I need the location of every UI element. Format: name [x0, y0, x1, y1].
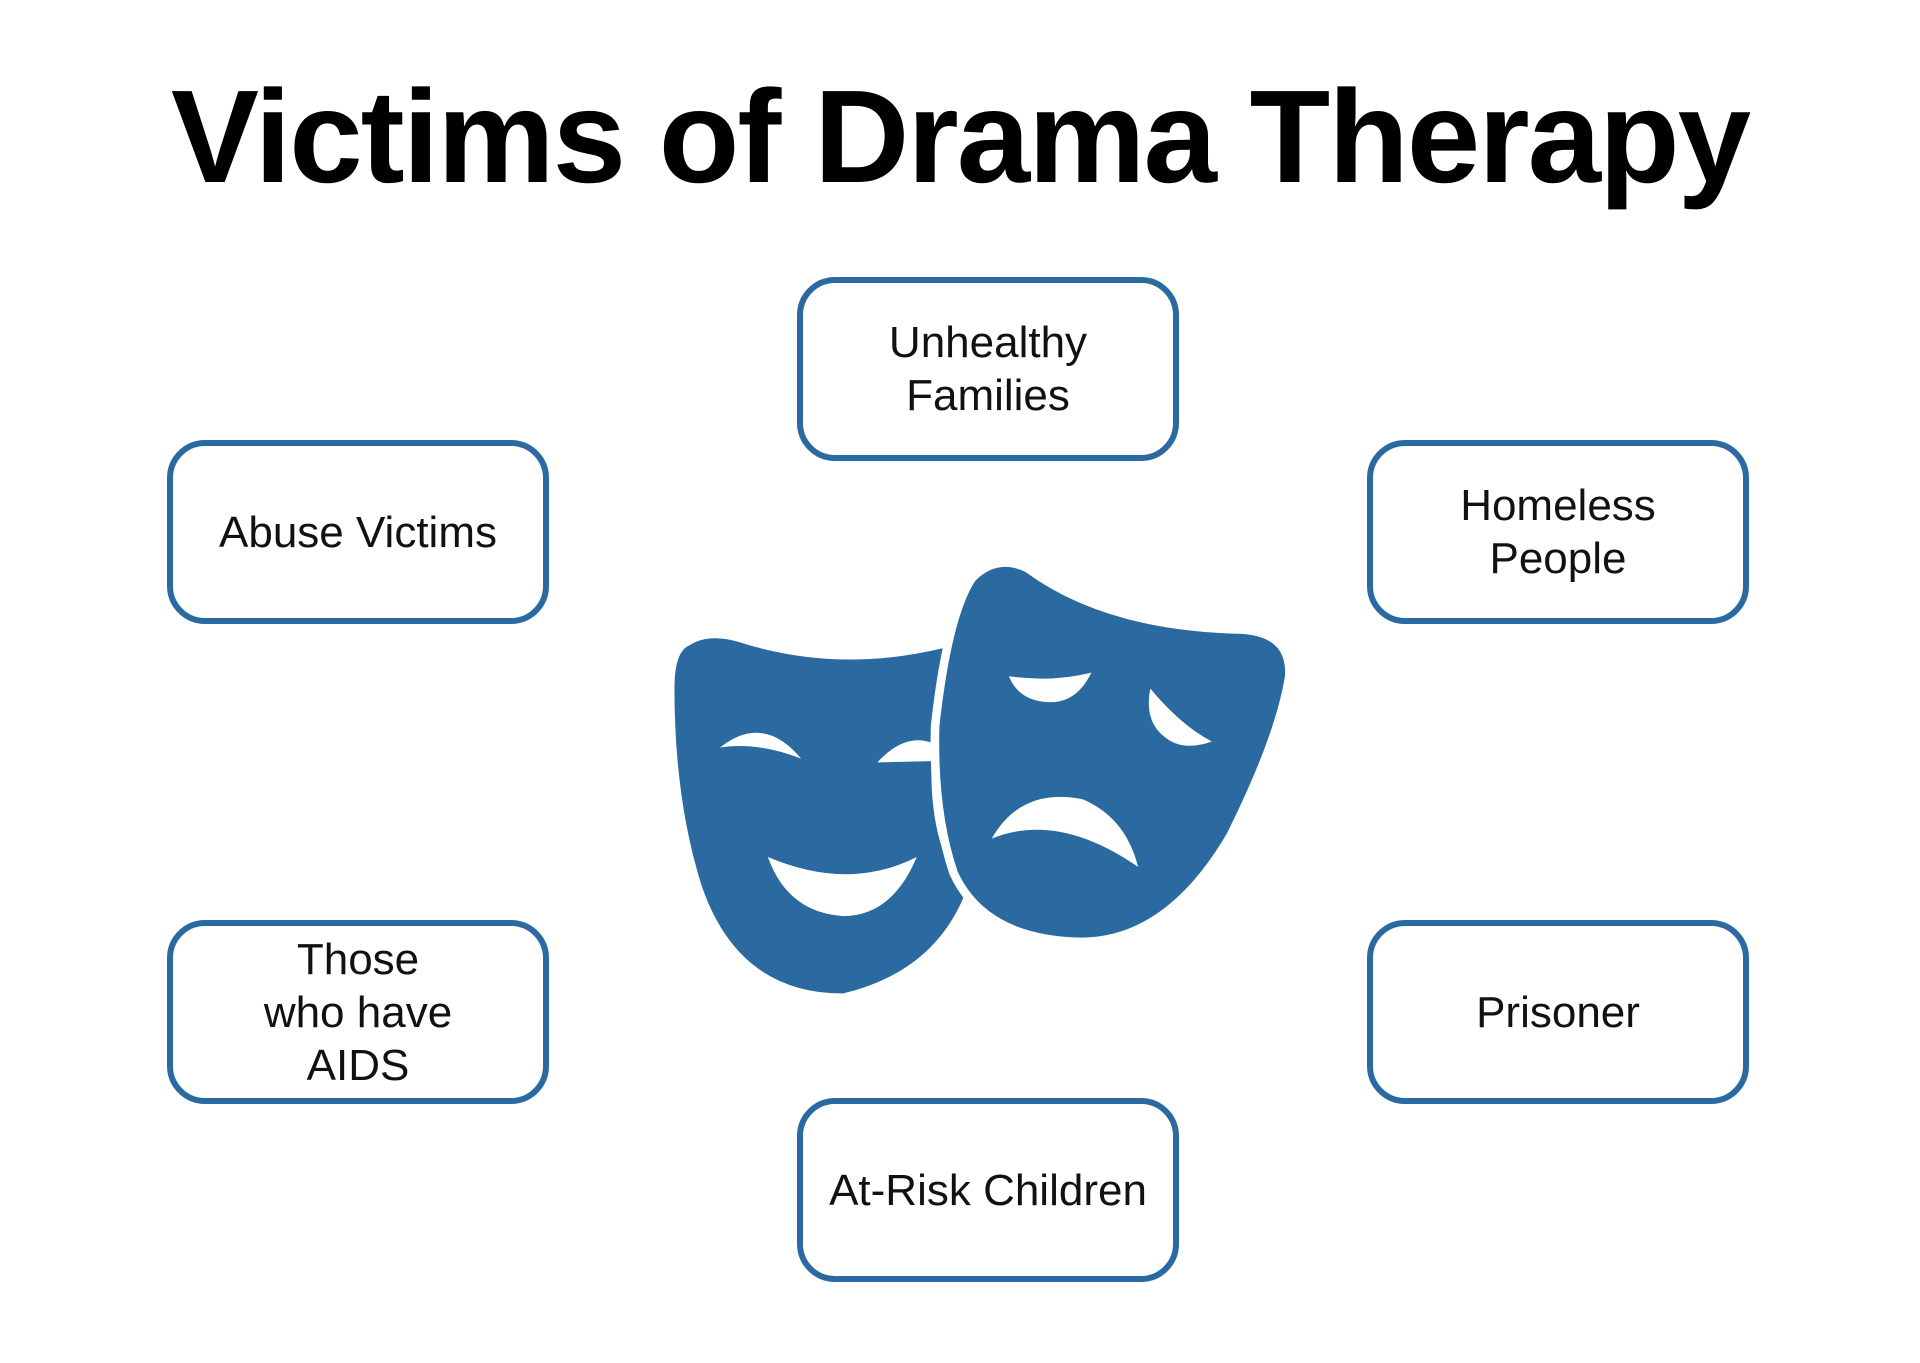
item-those-who-have-aids: Those who have AIDS — [167, 920, 549, 1104]
tragedy-mask-icon — [930, 558, 1292, 947]
item-abuse-victims: Abuse Victims — [167, 440, 549, 624]
item-label: Unhealthy Families — [888, 318, 1088, 420]
item-label: Those who have AIDS — [263, 934, 453, 1090]
theater-masks-icon — [674, 558, 1292, 994]
item-label: Prisoner — [1476, 987, 1640, 1037]
item-label: Abuse Victims — [219, 507, 497, 557]
item-label: At-Risk Children — [829, 1165, 1147, 1215]
page-title: Victims of Drama Therapy — [170, 63, 1751, 210]
item-unhealthy-families: Unhealthy Families — [797, 277, 1179, 461]
comedy-mask-icon — [674, 638, 966, 994]
item-homeless-people: Homeless People — [1367, 440, 1749, 624]
item-at-risk-children: At-Risk Children — [797, 1098, 1179, 1282]
item-prisoner: Prisoner — [1367, 920, 1749, 1104]
item-label: Homeless People — [1460, 481, 1656, 583]
